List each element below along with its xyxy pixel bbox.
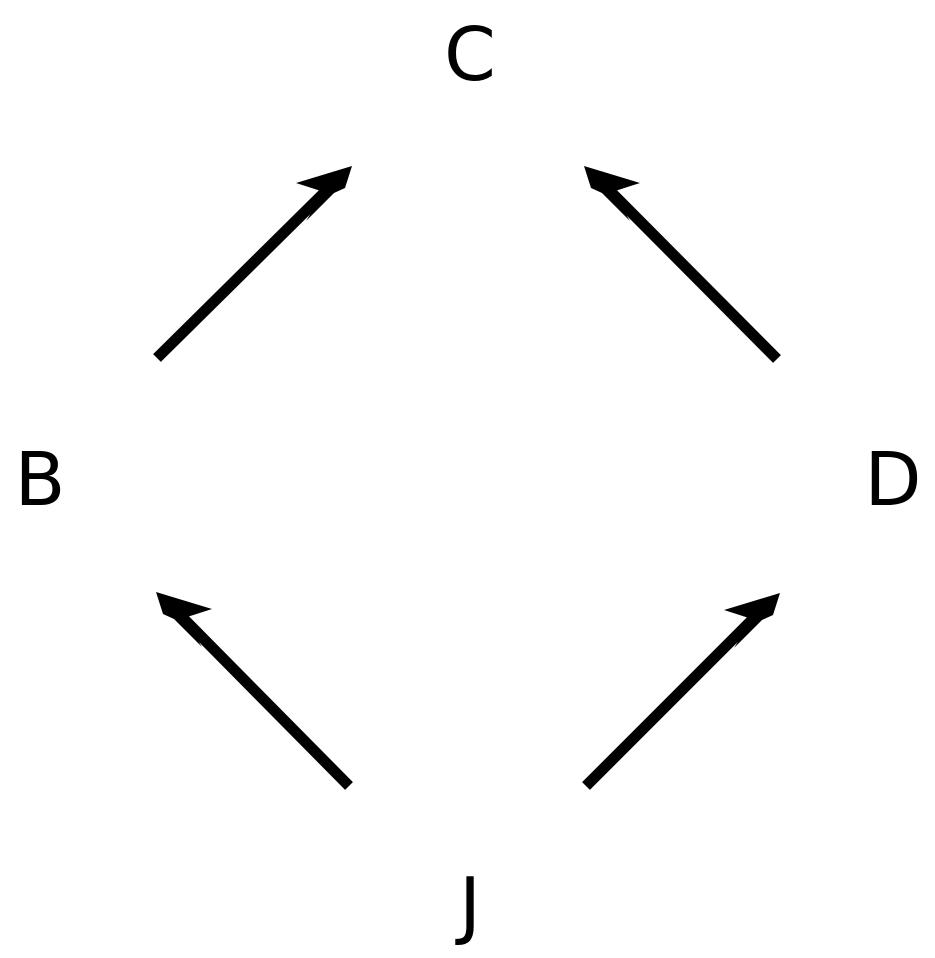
edge-b-to-c[interactable] xyxy=(153,166,352,362)
edge-d-to-c-arrowhead xyxy=(584,166,640,221)
edge-d-to-c[interactable] xyxy=(584,166,781,363)
node-label-b[interactable]: B xyxy=(15,437,66,523)
edge-d-to-c-line xyxy=(601,182,781,363)
edge-b-to-c-arrowhead xyxy=(296,166,352,221)
edge-b-to-c-line xyxy=(153,182,335,362)
node-label-c[interactable]: C xyxy=(444,12,496,98)
edge-j-to-d-arrowhead xyxy=(724,593,780,648)
edge-j-to-d[interactable] xyxy=(582,593,780,790)
edge-j-to-d-line xyxy=(582,609,763,790)
node-label-j[interactable]: J xyxy=(455,862,481,948)
edge-j-to-b[interactable] xyxy=(156,592,353,790)
node-labels-layer: C B D J xyxy=(15,12,922,948)
edge-j-to-b-line xyxy=(173,608,353,790)
edge-j-to-b-arrowhead xyxy=(156,592,212,647)
node-label-d[interactable]: D xyxy=(865,437,922,523)
edges-layer xyxy=(153,166,781,790)
